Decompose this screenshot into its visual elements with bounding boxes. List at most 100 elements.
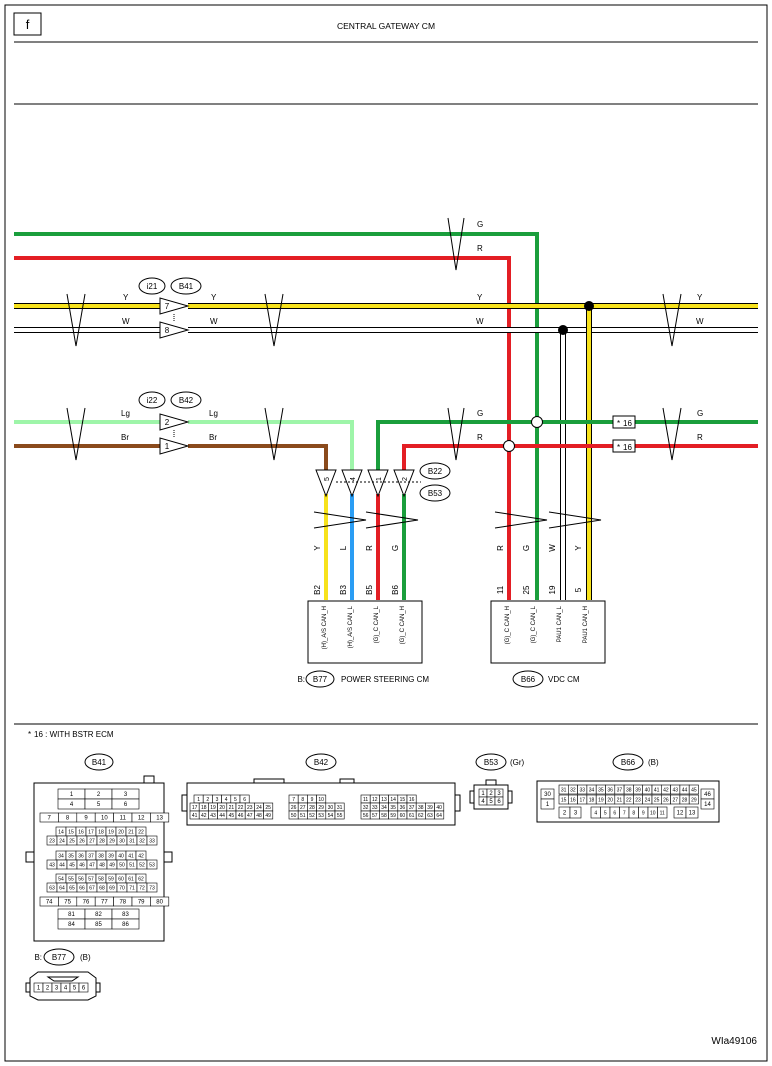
terminal-number: 7 [292, 797, 295, 803]
terminal-number: 10 [318, 797, 324, 803]
terminal-number: 36 [400, 805, 406, 811]
terminal-number: 15 [561, 797, 567, 803]
terminal-number: 44 [59, 862, 65, 868]
module-b66-label: B66 [521, 675, 536, 684]
terminal-number: 11 [120, 816, 127, 822]
face-b41-label: B41 [92, 758, 107, 767]
terminal-number: 5 [97, 802, 101, 808]
terminal-number: 71 [129, 885, 135, 891]
figure-id: WIa49106 [711, 1036, 757, 1047]
terminal-number: 46 [79, 862, 85, 868]
terminal-number: 13 [156, 816, 163, 822]
twist-marks [66, 217, 682, 529]
terminal-number: 6 [124, 802, 128, 808]
terminal-number: 18 [201, 805, 207, 811]
terminal-number: 30 [328, 805, 334, 811]
face-b77-label: B77 [52, 953, 67, 962]
terminal-number: 5 [234, 797, 237, 803]
terminal-number: 47 [247, 813, 253, 819]
svg-text:PAU1 CAN_H: PAU1 CAN_H [583, 606, 589, 643]
terminal-number: 17 [88, 829, 94, 835]
svg-text:B:: B: [297, 675, 305, 684]
terminal-number: 19 [108, 829, 114, 835]
terminal-number: 27 [300, 805, 306, 811]
terminal-number: 23 [49, 838, 55, 844]
terminal-number: 79 [138, 900, 145, 906]
terminal-cell [146, 882, 158, 893]
terminal-number: 1 [197, 797, 200, 803]
label-vdc-y: Y [574, 545, 583, 551]
terminal-number: 1 [546, 802, 550, 808]
terminal-number: 31 [561, 787, 567, 793]
star16-marker-r: 16 [623, 443, 632, 452]
label-ps-y: Y [313, 545, 322, 551]
terminal-b22-4 [341, 469, 363, 498]
terminal-number: 14 [58, 829, 64, 835]
terminal-number: 68 [99, 885, 105, 891]
svg-text:B:: B: [34, 953, 42, 962]
terminal-number: 28 [309, 805, 315, 811]
terminal-number: 58 [98, 876, 104, 882]
terminal-number: 55 [68, 876, 74, 882]
terminal-number: 12 [372, 797, 378, 803]
terminal-number: 34 [381, 805, 387, 811]
terminal-number: 45 [229, 813, 235, 819]
terminal-number: 4 [225, 797, 228, 803]
terminal-number: 86 [122, 922, 129, 928]
terminal-number: 29 [318, 805, 324, 811]
terminal-number: 7 [623, 810, 626, 816]
terminal-number: 4 [481, 799, 485, 805]
terminal-number: 18 [589, 797, 595, 803]
label-w-1: W [122, 317, 130, 326]
terminal-number: 34 [589, 787, 595, 793]
terminal-b22-5 [315, 469, 337, 498]
svg-text:(H)_A/S CAN_L: (H)_A/S CAN_L [348, 605, 354, 648]
terminal-number: 27 [672, 797, 678, 803]
terminal-number: 69 [109, 885, 115, 891]
terminal-number: 61 [128, 876, 134, 882]
label-lg-2: Lg [209, 409, 218, 418]
terminal-number: 72 [139, 885, 145, 891]
terminal-number: 44 [219, 813, 225, 819]
terminal-number: 3 [216, 797, 219, 803]
page-letter: f [26, 17, 30, 32]
svg-text:B2: B2 [313, 585, 322, 595]
terminal-number: 3 [55, 986, 59, 992]
svg-text:25: 25 [522, 585, 531, 594]
label-y-3: Y [477, 293, 483, 302]
terminal-number: 1 [481, 791, 485, 797]
connector-b22-label: B22 [428, 467, 443, 476]
terminal-number: 23 [635, 797, 641, 803]
terminal-number: 47 [89, 862, 95, 868]
terminal-b22-1 [367, 469, 389, 498]
terminal-number: 5 [604, 810, 607, 816]
terminal-number: 3 [497, 791, 501, 797]
terminal-number: 41 [128, 853, 134, 859]
label-lg-1: Lg [121, 409, 130, 418]
terminal-number: 40 [645, 787, 651, 793]
svg-text:2: 2 [402, 477, 409, 481]
terminal-number: 44 [682, 787, 688, 793]
terminal-cell [688, 794, 699, 805]
terminal-number: 67 [89, 885, 95, 891]
terminal-number: 57 [372, 813, 378, 819]
terminal-number: 1 [70, 792, 74, 798]
terminal-arrow-1 [159, 437, 190, 455]
terminal-number: 36 [607, 787, 613, 793]
junction-y [584, 301, 594, 311]
terminal-number: 85 [95, 922, 102, 928]
terminal-number: 62 [138, 876, 144, 882]
label-r-top: R [477, 244, 483, 253]
label-vdc-g: G [522, 545, 531, 551]
vdc-module: (G)_C CAN_H (G)_C CAN_L PAU1 CAN_L PAU1 … [490, 600, 606, 688]
terminal-cell [334, 810, 345, 820]
terminal-number: 48 [256, 813, 262, 819]
label-y-2: Y [211, 293, 217, 302]
pin-1: 1 [165, 442, 170, 451]
terminal-b22-2 [393, 469, 415, 498]
terminal-number: 46 [704, 792, 711, 798]
terminal-number: 25 [69, 838, 75, 844]
terminal-number: 40 [118, 853, 124, 859]
terminal-number: 42 [201, 813, 207, 819]
